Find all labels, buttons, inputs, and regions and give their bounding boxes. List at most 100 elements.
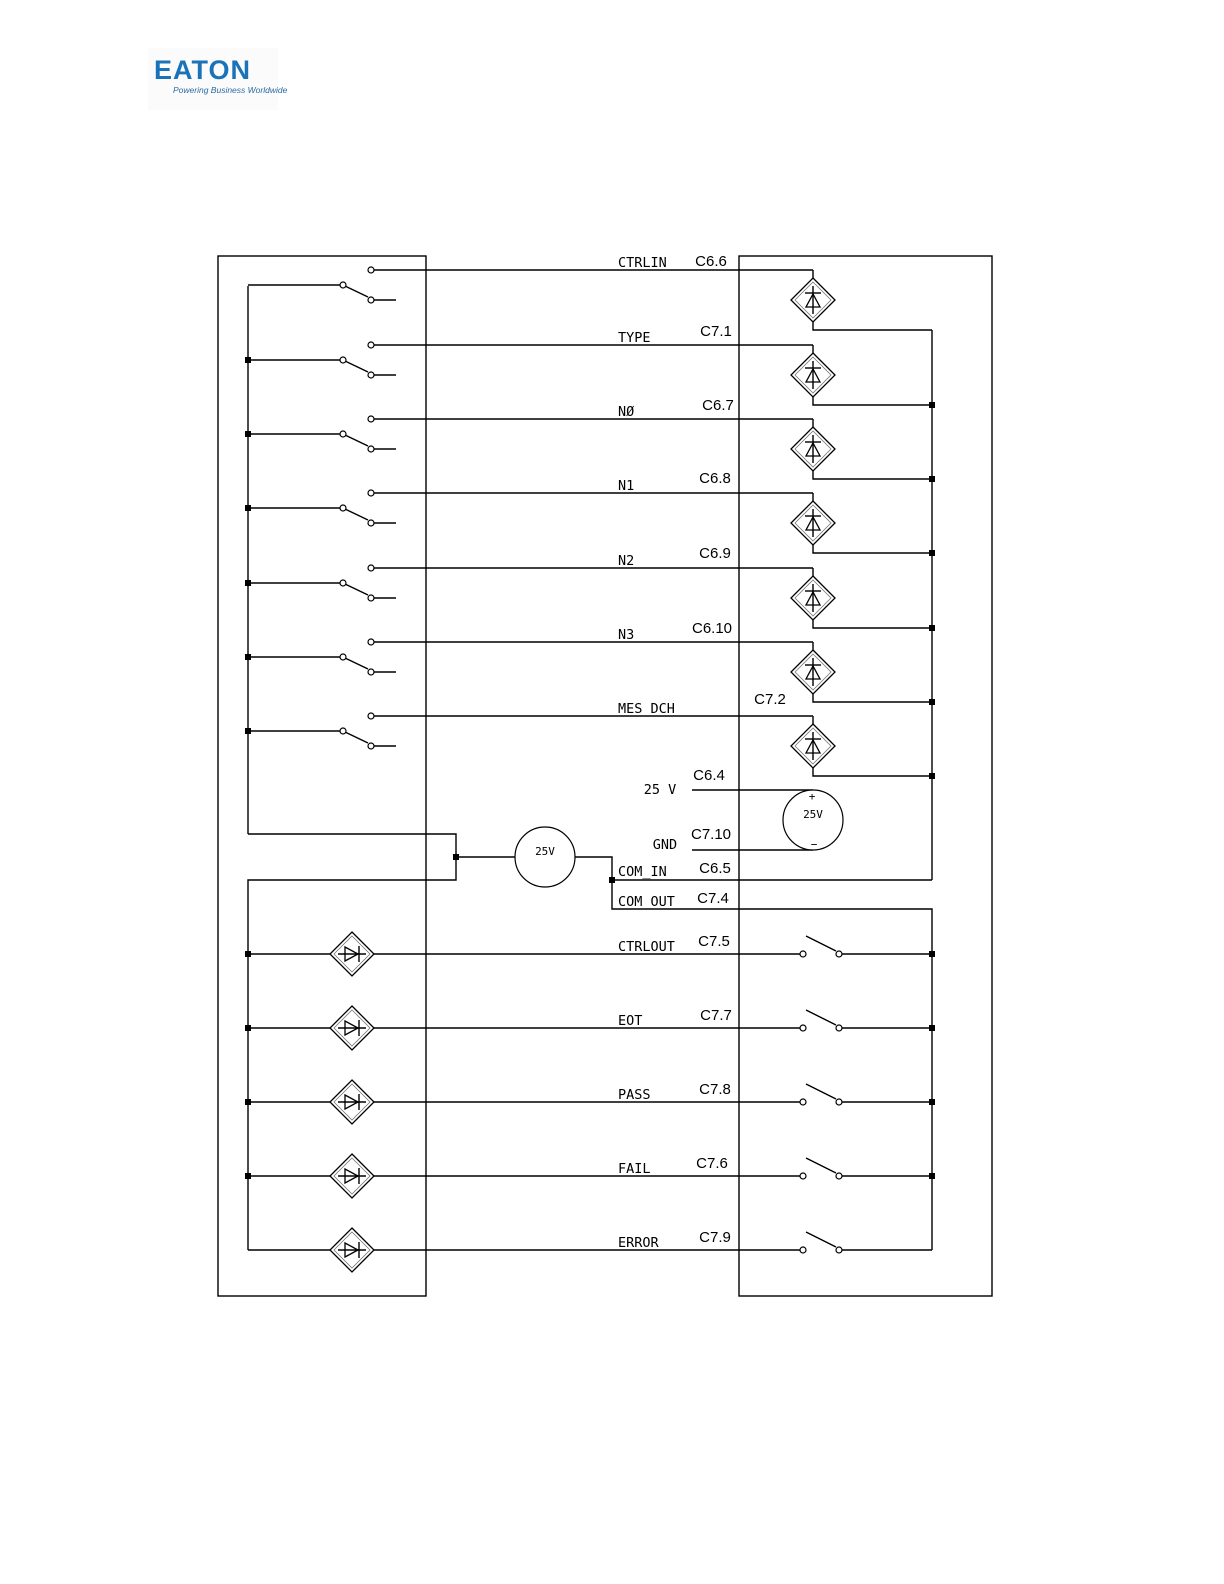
contact-pivot: [340, 431, 346, 437]
contact-nc-terminal: [368, 520, 374, 526]
input-pin-label: C7.1: [700, 323, 732, 340]
left-module-box: [218, 256, 426, 1296]
output-contact-terminal: [836, 1025, 842, 1031]
input-pin-label: C6.6: [695, 253, 727, 270]
output-contact-blade: [806, 1232, 836, 1247]
contact-nc-terminal: [368, 446, 374, 452]
diode-return-wire: [813, 322, 932, 330]
input-optocoupler-icon: [791, 278, 835, 322]
output-contact-blade: [806, 936, 836, 951]
supply-signal-label: GND: [653, 837, 677, 853]
input-signal-label: NØ: [618, 404, 634, 420]
input-signal-label: TYPE: [618, 330, 651, 346]
contact-pivot: [340, 357, 346, 363]
contact-nc-terminal: [368, 669, 374, 675]
contact-nc-terminal: [368, 297, 374, 303]
input-signal-label: N3: [618, 627, 634, 643]
junction-dot: [245, 1173, 251, 1179]
com-in-label: COM_IN: [618, 864, 667, 880]
output-signal-label: EOT: [618, 1013, 642, 1029]
output-contact-terminal: [836, 951, 842, 957]
contact-nc-terminal: [368, 743, 374, 749]
output-pin-label: C7.5: [698, 933, 730, 950]
junction-dot: [929, 1099, 935, 1105]
output-contact-terminal: [800, 1025, 806, 1031]
output-contact-blade: [806, 1158, 836, 1173]
output-signal-label: FAIL: [618, 1161, 651, 1177]
contact-blade: [345, 435, 368, 446]
junction-dot: [929, 1173, 935, 1179]
junction-dot: [929, 550, 935, 556]
contact-blade: [345, 286, 368, 297]
diode-return-wire: [813, 620, 932, 628]
junction-dot: [929, 402, 935, 408]
supply-pin-label: C7.10: [691, 826, 731, 843]
junction-dot: [929, 1025, 935, 1031]
com-in-pin-label: C6.5: [699, 860, 731, 877]
output-pin-label: C7.9: [699, 1229, 731, 1246]
diode-return-wire: [813, 545, 932, 553]
diode-return-wire: [813, 471, 932, 479]
output-signal-label: CTRLOUT: [618, 939, 675, 955]
supply-minus-sign: −: [811, 838, 818, 851]
output-contact-terminal: [836, 1247, 842, 1253]
output-signal-label: ERROR: [618, 1235, 660, 1251]
contact-no-terminal: [368, 267, 374, 273]
supply-right-label: 25V: [803, 808, 823, 821]
junction-dot: [245, 1099, 251, 1105]
input-pin-label: C7.2: [754, 691, 786, 708]
input-pin-label: C6.10: [692, 620, 732, 637]
output-pin-label: C7.8: [699, 1081, 731, 1098]
input-optocoupler-icon: [791, 576, 835, 620]
junction-dot: [245, 431, 251, 437]
diode-return-wire: [813, 768, 932, 776]
input-optocoupler-icon: [791, 724, 835, 768]
junction-dot: [245, 654, 251, 660]
junction-dot: [245, 1025, 251, 1031]
junction-dot: [929, 951, 935, 957]
input-signal-label: N1: [618, 478, 634, 494]
output-contact-blade: [806, 1010, 836, 1025]
contact-no-terminal: [368, 639, 374, 645]
diode-return-wire: [813, 694, 932, 702]
contact-nc-terminal: [368, 595, 374, 601]
contact-blade: [345, 361, 368, 372]
contact-pivot: [340, 580, 346, 586]
output-optocoupler-icon: [330, 1080, 374, 1124]
contact-blade: [345, 658, 368, 669]
contact-pivot: [340, 728, 346, 734]
input-signal-label: CTRLIN: [618, 255, 667, 271]
supply-signal-label: 25 V: [644, 782, 677, 798]
junction-dot: [245, 728, 251, 734]
input-pin-label: C6.8: [699, 470, 731, 487]
com-out-wire: [575, 857, 932, 1250]
contact-no-terminal: [368, 416, 374, 422]
junction-dot: [929, 625, 935, 631]
input-signal-label: N2: [618, 553, 634, 569]
junction-dot: [929, 476, 935, 482]
contact-blade: [345, 584, 368, 595]
output-contact-terminal: [800, 951, 806, 957]
supply-plus-sign: +: [809, 790, 816, 803]
output-pin-label: C7.7: [700, 1007, 732, 1024]
junction-dot: [929, 773, 935, 779]
output-optocoupler-icon: [330, 1006, 374, 1050]
output-contact-terminal: [800, 1247, 806, 1253]
contact-blade: [345, 732, 368, 743]
contact-nc-terminal: [368, 372, 374, 378]
output-contact-blade: [806, 1084, 836, 1099]
junction-dot: [609, 877, 615, 883]
input-pin-label: C6.9: [699, 545, 731, 562]
input-optocoupler-icon: [791, 353, 835, 397]
output-optocoupler-icon: [330, 1154, 374, 1198]
output-contact-terminal: [800, 1173, 806, 1179]
output-optocoupler-icon: [330, 1228, 374, 1272]
junction-dot: [453, 854, 459, 860]
supply-pin-label: C6.4: [693, 767, 725, 784]
supply-middle-label: 25V: [535, 845, 555, 858]
contact-pivot: [340, 654, 346, 660]
contact-blade: [345, 509, 368, 520]
contact-pivot: [340, 282, 346, 288]
output-signal-label: PASS: [618, 1087, 651, 1103]
input-optocoupler-icon: [791, 650, 835, 694]
